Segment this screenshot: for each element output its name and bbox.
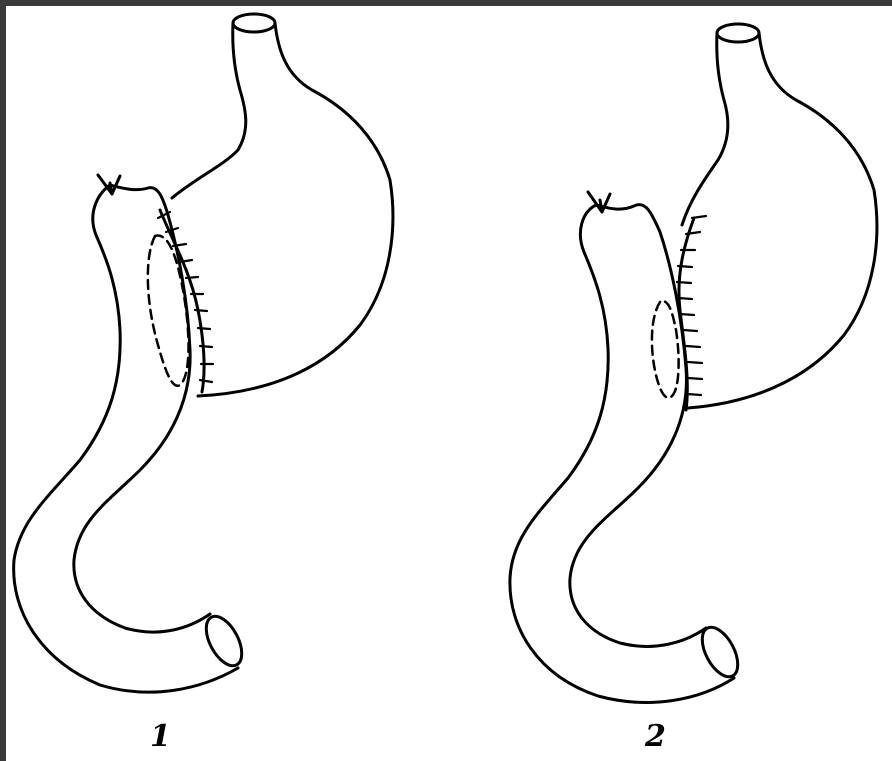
suture-stitches-2 xyxy=(677,216,706,395)
figure-label-2: 2 xyxy=(645,722,666,752)
figure-1 xyxy=(14,14,393,692)
suture-line-1 xyxy=(160,210,204,392)
figure-2 xyxy=(510,24,877,702)
figure-label-1: 1 xyxy=(150,722,171,752)
esophagus-opening-2 xyxy=(717,24,759,42)
jejunum-outer-2 xyxy=(510,205,734,702)
esophagus-opening-1 xyxy=(233,14,275,32)
dashed-stoma-2 xyxy=(652,301,679,398)
stomach-outline-2 xyxy=(682,33,877,408)
jejunum-inner-1 xyxy=(74,185,210,632)
stomach-outline-1 xyxy=(172,23,393,396)
bowel-cut-end-1 xyxy=(199,611,249,672)
